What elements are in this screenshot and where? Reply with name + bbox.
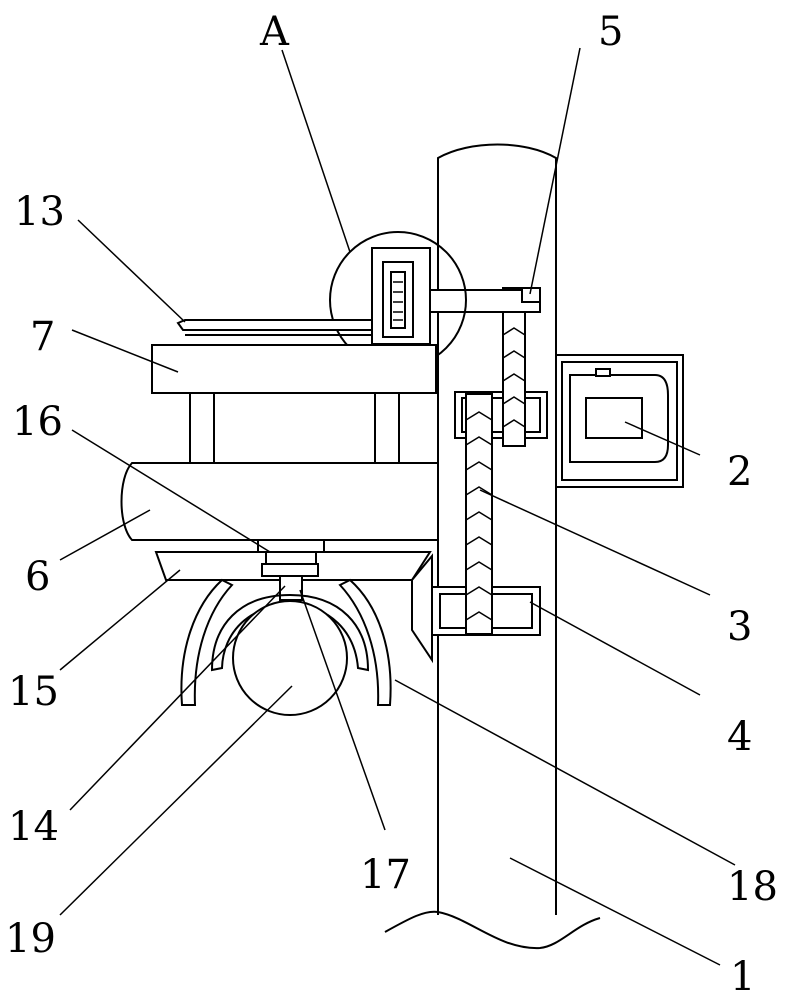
label-1: 1 bbox=[730, 954, 755, 1000]
crossbeam bbox=[120, 462, 439, 541]
label-17: 17 bbox=[360, 852, 411, 898]
label-18: 18 bbox=[727, 864, 778, 910]
table-top bbox=[151, 344, 437, 464]
ball bbox=[232, 600, 348, 716]
label-2: 2 bbox=[727, 449, 752, 495]
labels: A 5 13 7 16 2 6 3 15 4 14 17 18 19 1 bbox=[5, 9, 778, 1000]
label-3: 3 bbox=[727, 604, 752, 650]
leader-lines bbox=[59, 47, 736, 966]
top-arm bbox=[427, 287, 541, 313]
label-7: 7 bbox=[30, 314, 55, 360]
detail-a-assembly bbox=[329, 231, 467, 369]
screw-rod-short bbox=[502, 287, 526, 447]
motor-housing bbox=[555, 354, 684, 488]
label-13: 13 bbox=[14, 189, 65, 235]
label-14: 14 bbox=[8, 804, 59, 850]
label-A: A bbox=[259, 9, 290, 55]
label-16: 16 bbox=[12, 399, 63, 445]
shaft-coupling bbox=[261, 551, 319, 601]
label-15: 15 bbox=[8, 669, 59, 715]
plate bbox=[176, 319, 373, 336]
screw-rod-long bbox=[465, 393, 493, 635]
label-5: 5 bbox=[598, 9, 623, 55]
label-19: 19 bbox=[5, 916, 56, 962]
label-4: 4 bbox=[727, 714, 752, 760]
upright-column bbox=[384, 143, 601, 950]
label-6: 6 bbox=[25, 554, 50, 600]
